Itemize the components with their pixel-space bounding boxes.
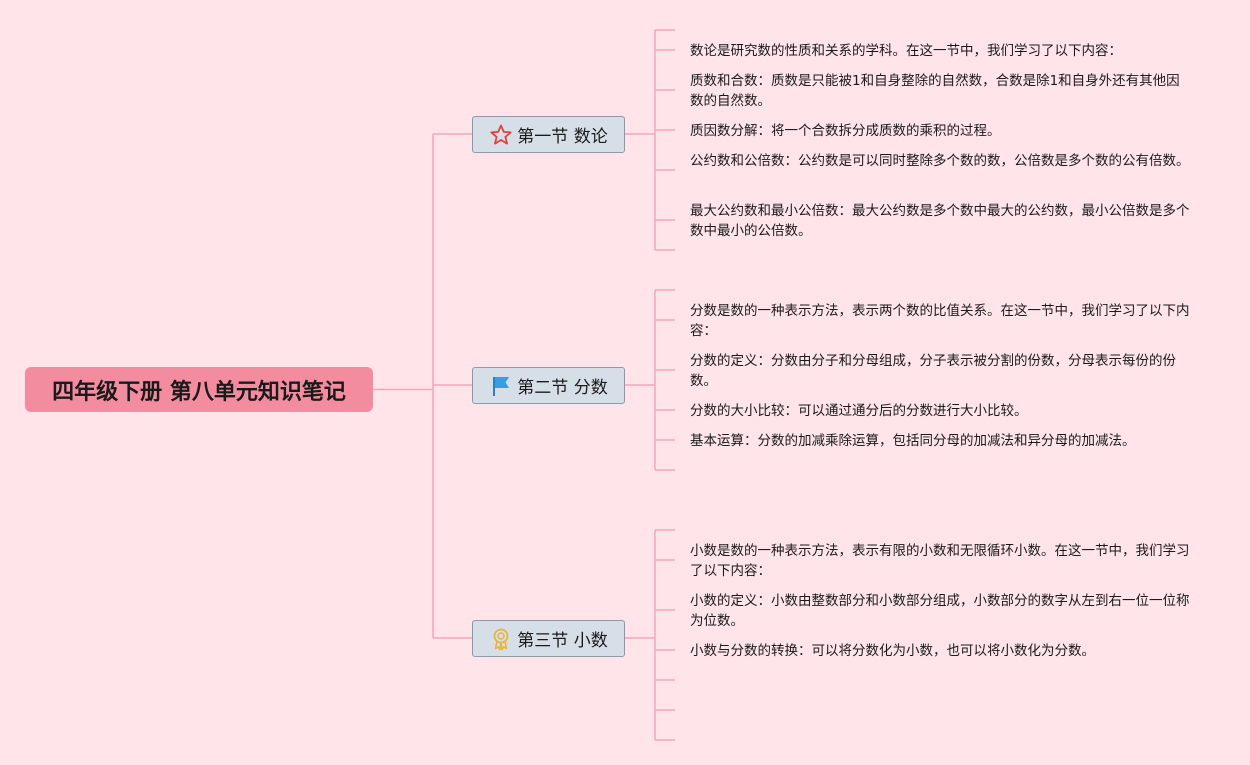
section-title: 第三节 小数 — [517, 631, 608, 651]
award-ribbon-icon — [493, 628, 509, 650]
section-title: 第二节 分数 — [517, 378, 608, 398]
section-number-theory[interactable]: 第一节 数论 — [472, 116, 625, 153]
root-topic[interactable]: 四年级下册 第八单元知识笔记 — [25, 367, 373, 412]
note-text: 质数和合数：质数是只能被1和自身整除的自然数，合数是除1和自身外还有其他因数的自… — [690, 73, 1180, 109]
note-text: 小数与分数的转换：可以将分数化为小数，也可以将小数化为分数。 — [690, 643, 1095, 659]
note-text: 基本运算：分数的加减乘除运算，包括同分母的加减法和异分母的加减法。 — [690, 433, 1136, 449]
note-text: 最大公约数和最小公倍数：最大公约数是多个数中最大的公约数，最小公倍数是多个数中最… — [690, 203, 1190, 239]
note-text: 公约数和公倍数：公约数是可以同时整除多个数的数，公倍数是多个数的公有倍数。 — [690, 153, 1190, 169]
note-text: 数论是研究数的性质和关系的学科。在这一节中，我们学习了以下内容： — [690, 43, 1122, 59]
flag-icon — [493, 376, 510, 396]
note-text: 小数是数的一种表示方法，表示有限的小数和无限循环小数。在这一节中，我们学习了以下… — [690, 543, 1190, 579]
note-text: 分数是数的一种表示方法，表示两个数的比值关系。在这一节中，我们学习了以下内容： — [690, 303, 1190, 339]
note-text: 分数的定义：分数由分子和分母组成，分子表示被分割的份数，分母表示每份的份数。 — [690, 353, 1176, 389]
note-text: 小数的定义：小数由整数部分和小数部分组成，小数部分的数字从左到右一位一位称为位数… — [690, 593, 1190, 629]
section-decimals[interactable]: 第三节 小数 — [472, 620, 625, 657]
section-fractions[interactable]: 第二节 分数 — [472, 367, 625, 404]
note-text: 分数的大小比较：可以通过通分后的分数进行大小比较。 — [690, 403, 1028, 419]
note-text: 质因数分解：将一个合数拆分成质数的乘积的过程。 — [690, 123, 1001, 139]
root-title: 四年级下册 第八单元知识笔记 — [52, 379, 346, 405]
section-title: 第一节 数论 — [517, 127, 608, 147]
star-icon — [490, 124, 512, 144]
